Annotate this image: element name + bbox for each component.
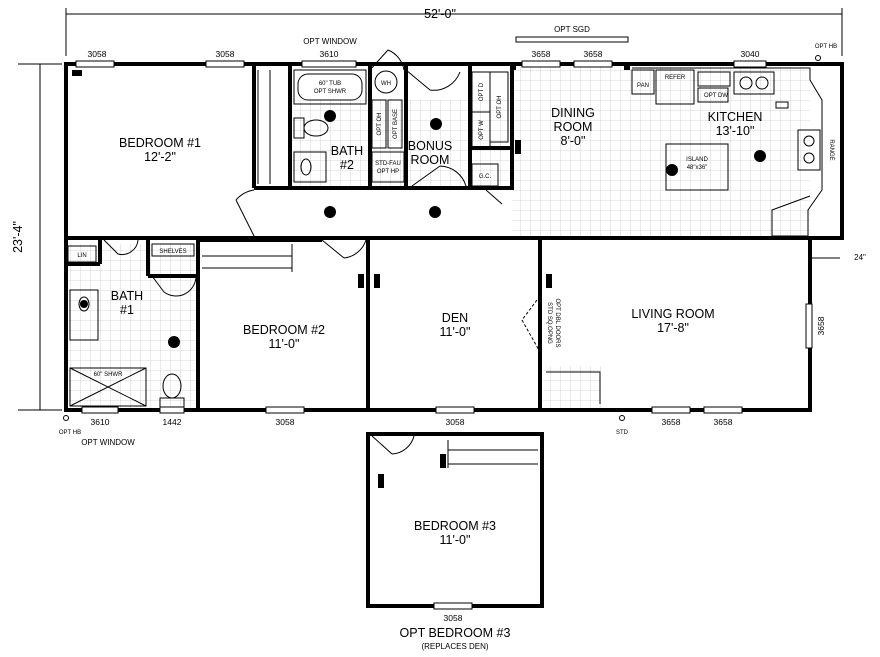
overall-width: 52'-0" bbox=[424, 7, 456, 21]
std-label: STD bbox=[616, 430, 629, 436]
bedroom3-size: 11'-0" bbox=[440, 533, 471, 547]
window-size-bottom-5: 3658 bbox=[662, 417, 681, 427]
bath1-num: #1 bbox=[120, 303, 134, 317]
opt-d-label: OPT D bbox=[479, 82, 485, 101]
offset-label: 24" bbox=[854, 253, 866, 262]
window-size-bottom-4: 3058 bbox=[446, 417, 465, 427]
doors bbox=[103, 49, 601, 455]
island-size-label: 48"x36" bbox=[687, 165, 708, 171]
pan-label: PAN bbox=[637, 83, 649, 89]
std-fau-label: STD-FAU bbox=[375, 161, 401, 167]
bath2-num: #2 bbox=[340, 158, 354, 172]
bath1-fixtures bbox=[67, 245, 185, 409]
opt-hb-top-label: OPT HB bbox=[815, 44, 837, 50]
bonus-label-2: ROOM bbox=[411, 153, 450, 167]
opt-shwr-label: OPT SHWR bbox=[314, 89, 347, 95]
hose-bib-markers bbox=[63, 55, 821, 421]
window-size-bottom-3: 3058 bbox=[276, 417, 295, 427]
closets bbox=[151, 70, 538, 468]
den-size: 11'-0" bbox=[440, 325, 471, 339]
opt-sgd-label: OPT SGD bbox=[554, 25, 590, 34]
living-label: LIVING ROOM bbox=[631, 307, 714, 321]
opt-window-bottom-label: OPT WINDOW bbox=[81, 438, 135, 447]
bath2-fixtures bbox=[293, 69, 367, 183]
opt-doors-label: OPT DBL DOORS bbox=[554, 298, 560, 347]
opt-window-top-label: OPT WINDOW bbox=[303, 37, 357, 46]
opt-base-label: OPT BASE bbox=[393, 109, 399, 139]
opt-hb-bottom-label: OPT HB bbox=[59, 430, 81, 436]
opt-dw-label: OPT DW bbox=[704, 93, 728, 99]
opt-w-label: OPT W bbox=[479, 120, 485, 140]
dining-size: 8'-0" bbox=[561, 134, 586, 148]
window-size-top-1: 3058 bbox=[88, 49, 107, 59]
window-size-top-6: 3040 bbox=[741, 49, 760, 59]
opt-bedroom3-label: OPT BEDROOM #3 bbox=[400, 626, 511, 640]
window-size-bottom-2: 1442 bbox=[163, 417, 182, 427]
interior-walls bbox=[68, 66, 542, 410]
refer-label: REFER bbox=[665, 75, 686, 81]
opt-oh-label-2: OPT OH bbox=[497, 96, 503, 119]
kitchen-size: 13'-10" bbox=[716, 124, 755, 138]
light-fixtures bbox=[72, 70, 766, 488]
replaces-den-label: (REPLACES DEN) bbox=[421, 642, 488, 651]
shelves-label: SHELVES bbox=[159, 249, 186, 255]
range-label: RANGE bbox=[828, 139, 834, 160]
utility-fixtures bbox=[371, 70, 509, 187]
window-size-bottom-6: 3658 bbox=[714, 417, 733, 427]
bonus-label: BONUS bbox=[408, 139, 452, 153]
dimension-lines bbox=[18, 8, 843, 411]
windows bbox=[75, 36, 813, 610]
tub-label: 60" TUB bbox=[319, 81, 341, 87]
kitchen-label: KITCHEN bbox=[708, 110, 763, 124]
dining-label: DINING bbox=[551, 106, 595, 120]
opt-hp-label: OPT HP bbox=[377, 169, 399, 175]
bath2-label: BATH bbox=[331, 144, 363, 158]
window-size-bottom-1: 3610 bbox=[91, 417, 110, 427]
window-size-right: 3658 bbox=[816, 316, 826, 335]
bedroom2-label: BEDROOM #2 bbox=[243, 323, 325, 337]
lin-label: LIN bbox=[77, 253, 86, 259]
kitchen-fixtures bbox=[631, 67, 823, 237]
window-size-top-5: 3658 bbox=[584, 49, 603, 59]
window-size-top-4: 3658 bbox=[532, 49, 551, 59]
window-size-top-3: 3610 bbox=[320, 49, 339, 59]
bedroom1-size: 12'-2" bbox=[144, 150, 176, 164]
bedroom3-label: BEDROOM #3 bbox=[414, 519, 496, 533]
bath1-label: BATH bbox=[111, 289, 143, 303]
window-size-bedroom3: 3058 bbox=[444, 613, 463, 623]
bedroom1-label: BEDROOM #1 bbox=[119, 136, 201, 150]
std-doors-label: STD SQ.OPNG bbox=[546, 302, 552, 344]
bedroom2-size: 11'-0" bbox=[269, 337, 300, 351]
shwr-label: 60" SHWR bbox=[94, 372, 123, 378]
opt-oh-label: OPT OH bbox=[377, 113, 383, 136]
overall-depth: 23'-4" bbox=[11, 221, 25, 253]
gc-label: G.C. bbox=[479, 174, 492, 180]
den-label: DEN bbox=[442, 311, 468, 325]
dining-label-2: ROOM bbox=[554, 120, 593, 134]
wh-label: WH bbox=[381, 81, 391, 87]
island-label: ISLAND bbox=[686, 157, 708, 163]
window-size-top-2: 3058 bbox=[216, 49, 235, 59]
living-size: 17'-8" bbox=[657, 321, 689, 335]
